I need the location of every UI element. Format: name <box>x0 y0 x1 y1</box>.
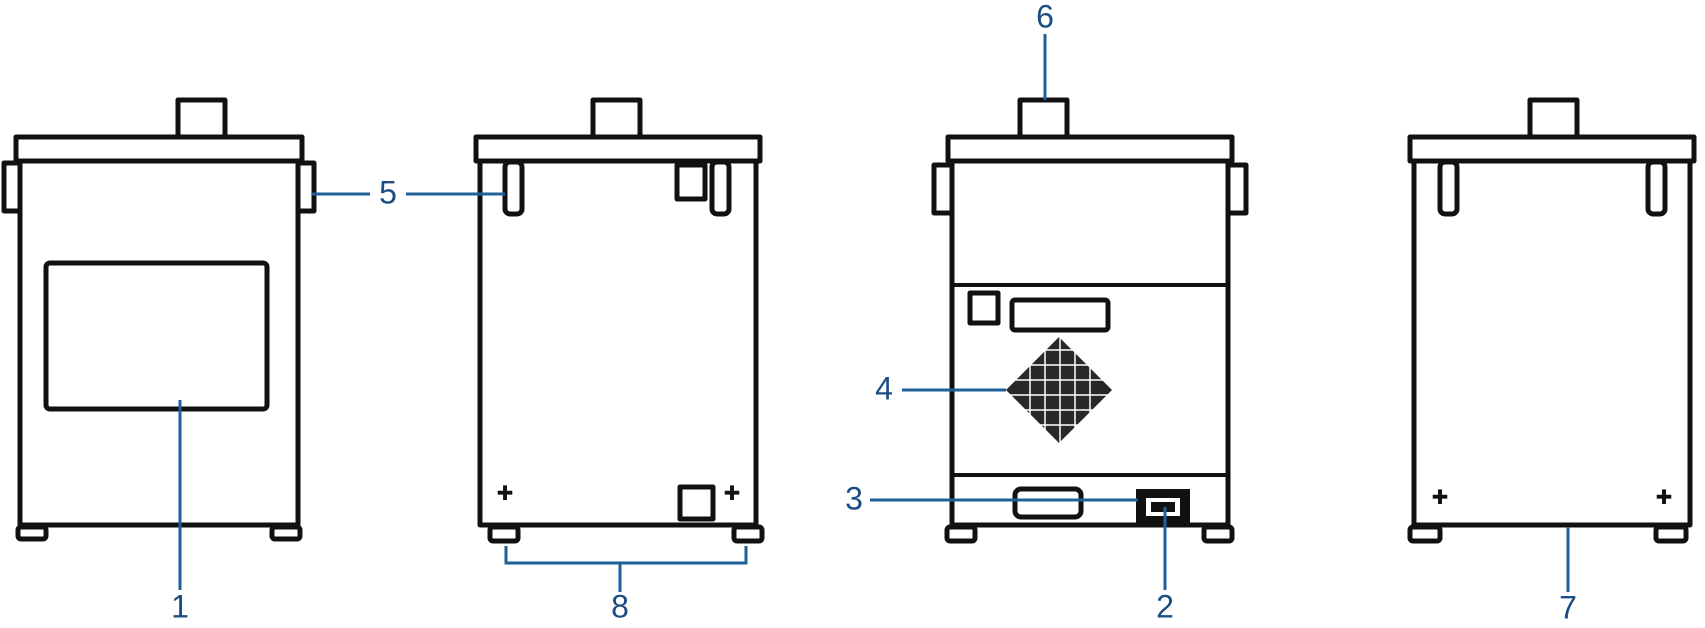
latch-right <box>295 160 317 214</box>
housing <box>1411 158 1693 528</box>
castor <box>731 524 765 544</box>
power-socket-pins <box>1151 502 1175 512</box>
view-side-opposite: ✚ ✚ <box>1407 97 1697 544</box>
callout-1: 1 <box>171 588 189 624</box>
callout-3: 3 <box>845 480 863 516</box>
latch <box>1645 159 1668 217</box>
outlet-duct <box>1527 97 1580 141</box>
screw-icon: ✚ <box>497 483 514 505</box>
outlet-duct <box>175 97 228 141</box>
front-panel <box>43 260 270 412</box>
foot <box>944 524 978 544</box>
rear-connector <box>1012 486 1084 520</box>
lid <box>473 134 763 164</box>
callout-labels: 1 2 3 4 5 6 7 8 <box>171 0 1577 625</box>
latch-left <box>1 160 23 214</box>
callout-2: 2 <box>1156 588 1174 624</box>
latch-right <box>1225 162 1249 216</box>
foot <box>15 524 49 542</box>
grille-pattern <box>1006 337 1112 443</box>
lid <box>945 134 1235 164</box>
side-port <box>677 484 716 522</box>
outlet-duct <box>590 97 643 141</box>
filter-indicator <box>967 290 1001 326</box>
latch-left <box>931 162 955 216</box>
view-side: ✚ ✚ <box>473 97 765 544</box>
callout-7: 7 <box>1559 589 1577 625</box>
latch <box>709 159 732 217</box>
latch <box>502 159 525 217</box>
foot <box>1201 524 1235 544</box>
callout-4: 4 <box>875 370 893 406</box>
outlet-duct <box>1017 97 1070 141</box>
housing <box>477 158 759 528</box>
lid <box>1407 134 1697 164</box>
castor <box>487 524 521 544</box>
lid <box>13 134 305 164</box>
callout-5: 5 <box>379 174 397 210</box>
callout-8: 8 <box>611 588 629 624</box>
callout-6: 6 <box>1036 0 1054 34</box>
foot <box>269 524 303 542</box>
view-front <box>1 97 317 542</box>
side-port <box>674 162 708 202</box>
fan-grille <box>1006 337 1112 443</box>
screw-icon: ✚ <box>724 483 741 505</box>
screw-icon: ✚ <box>1432 487 1449 509</box>
castor <box>1407 524 1443 544</box>
screw-icon: ✚ <box>1656 487 1673 509</box>
handle <box>1009 297 1111 333</box>
latch <box>1437 159 1460 217</box>
leader-8-bracket <box>504 546 748 565</box>
callout-leaders <box>178 34 1570 592</box>
castor <box>1653 524 1689 544</box>
view-rear <box>931 97 1249 544</box>
